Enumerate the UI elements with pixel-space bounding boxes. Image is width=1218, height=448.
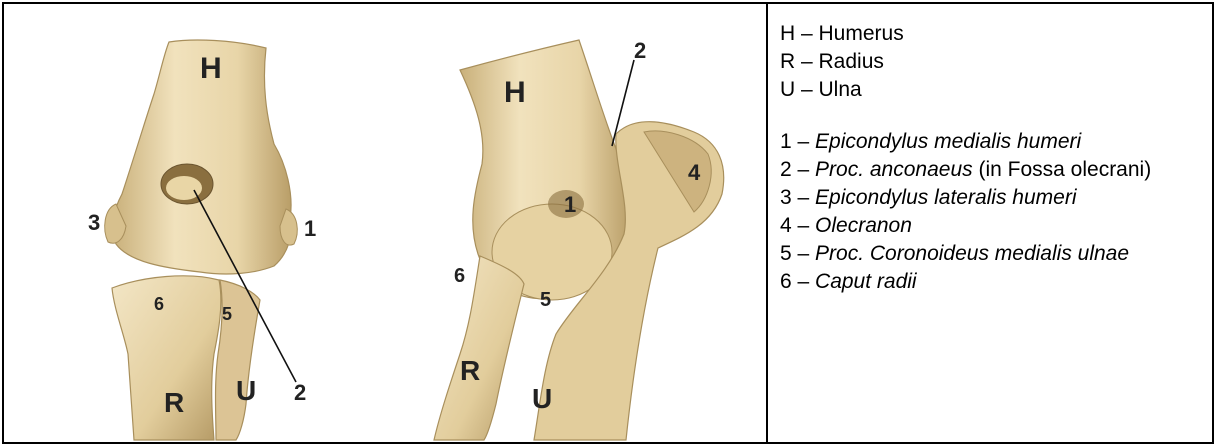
left-label-3: 3 bbox=[88, 210, 100, 235]
right-label-6: 6 bbox=[454, 265, 465, 287]
legend-letter-name: Ulna bbox=[819, 78, 862, 101]
right-radius-shape bbox=[434, 256, 524, 440]
legend-number-term: Caput radii bbox=[815, 270, 917, 293]
left-label-6: 6 bbox=[154, 294, 164, 314]
legend-letter-row: R – Radius bbox=[780, 48, 1210, 76]
legend-letter-row: U – Ulna bbox=[780, 76, 1210, 104]
legend-number-key: 1 – bbox=[780, 130, 815, 153]
legend-number-note: (in Fossa olecrani) bbox=[973, 158, 1152, 181]
legend-gap bbox=[780, 104, 1210, 128]
column-divider bbox=[766, 4, 768, 442]
legend-number-key: 2 – bbox=[780, 158, 815, 181]
legend-number-row: 1 – Epicondylus medialis humeri bbox=[780, 128, 1210, 156]
legend-number-key: 3 – bbox=[780, 186, 815, 209]
legend-letter-name: Radius bbox=[819, 50, 884, 73]
legend-number-key: 5 – bbox=[780, 242, 815, 265]
right-label-2: 2 bbox=[634, 38, 646, 63]
legend-letter-key: R – bbox=[780, 50, 819, 73]
legend-letter-key: U – bbox=[780, 78, 819, 101]
right-label-5: 5 bbox=[540, 289, 551, 311]
left-label-U: U bbox=[236, 375, 256, 406]
right-elbow-view: H 2 4 1 6 5 R U bbox=[434, 38, 724, 440]
right-label-H: H bbox=[504, 76, 526, 109]
legend-number-row: 5 – Proc. Coronoideus medialis ulnae bbox=[780, 240, 1210, 268]
left-label-1: 1 bbox=[304, 216, 316, 241]
legend-number-term: Olecranon bbox=[815, 214, 912, 237]
right-label-U: U bbox=[532, 383, 552, 414]
legend-number-term: Epicondylus medialis humeri bbox=[815, 130, 1081, 153]
legend-number-key: 4 – bbox=[780, 214, 815, 237]
legend-letter-key: H – bbox=[780, 22, 819, 45]
legend-number-row: 2 – Proc. anconaeus (in Fossa olecrani) bbox=[780, 156, 1210, 184]
left-label-H: H bbox=[200, 52, 222, 85]
left-label-5: 5 bbox=[222, 304, 232, 324]
legend-letter-row: H – Humerus bbox=[780, 20, 1210, 48]
legend-number-row: 4 – Olecranon bbox=[780, 212, 1210, 240]
legend-number-term: Epicondylus lateralis humeri bbox=[815, 186, 1076, 209]
legend-letter-name: Humerus bbox=[819, 22, 904, 45]
right-label-4: 4 bbox=[688, 160, 701, 185]
legend-number-term: Proc. anconaeus bbox=[815, 158, 973, 181]
legend-number-row: 6 – Caput radii bbox=[780, 268, 1210, 296]
left-elbow-view: H 3 1 6 5 R U 2 bbox=[88, 40, 316, 440]
elbow-bones-svg: H 3 1 6 5 R U 2 bbox=[4, 4, 766, 442]
elbow-illustration: H 3 1 6 5 R U 2 bbox=[4, 4, 766, 442]
legend-number-term: Proc. Coronoideus medialis ulnae bbox=[815, 242, 1129, 265]
legend-number-key: 6 – bbox=[780, 270, 815, 293]
right-label-1: 1 bbox=[564, 192, 576, 217]
legend-number-row: 3 – Epicondylus lateralis humeri bbox=[780, 184, 1210, 212]
left-label-R: R bbox=[164, 387, 184, 418]
left-label-2: 2 bbox=[294, 380, 306, 405]
right-label-R: R bbox=[460, 355, 480, 386]
